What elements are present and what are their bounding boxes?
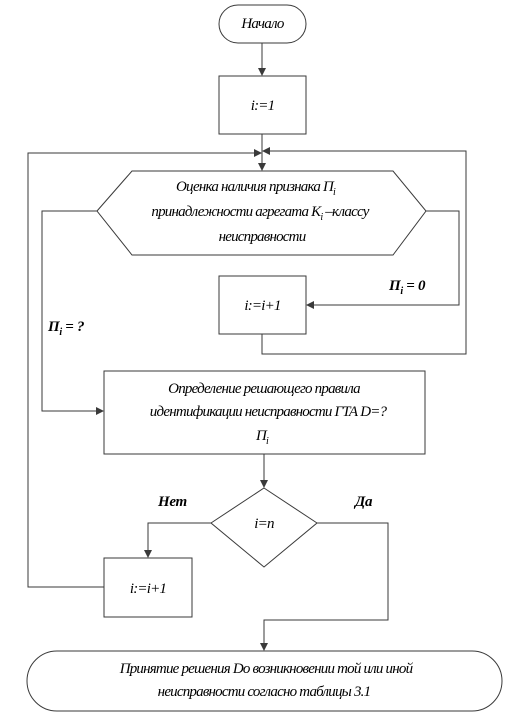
arrowhead-zero-branch (306, 301, 314, 309)
arrowhead-unknown-branch (96, 407, 104, 415)
rule-line2: идентификации неисправности ГТА D=? (150, 404, 388, 420)
check-decision (210, 487, 318, 568)
evaluate-line3: неисправности (219, 229, 306, 245)
arrowhead-outer-loop-back (254, 149, 262, 157)
increment-inner-process (218, 275, 307, 335)
arrowhead-init-evaluate (258, 163, 266, 171)
arrowhead-yes-branch (260, 643, 268, 651)
init-process (218, 75, 307, 135)
rule-line3-subscript: i (266, 436, 269, 447)
edge-no-branch (147, 522, 211, 552)
evaluate-line2-subscript: i (320, 212, 323, 223)
unknown-condition-label: Пi = ? (47, 319, 84, 338)
check-label: i=n (254, 516, 274, 532)
evaluate-line1: Оценка наличия признака Пi (176, 179, 336, 198)
rule-process (103, 370, 426, 455)
edge-unknown-branch (41, 210, 98, 412)
start-label: Начало (240, 16, 285, 32)
evaluate-line2: принадлежности агрегата Кi –классу (151, 204, 369, 223)
increment-inner-label: i:=i+1 (244, 298, 280, 314)
arrowhead-no-branch (144, 550, 152, 558)
init-label: i:=1 (251, 98, 275, 114)
no-branch-label: Нет (157, 494, 187, 510)
end-line2: неисправности согласно таблицы 3.1 (158, 684, 371, 700)
end-line1: Принятие решения Do возникновении той ил… (119, 661, 414, 677)
rule-line1: Определение решающего правила (168, 381, 360, 397)
end-terminal (26, 650, 503, 712)
edge-outer-loop-back (27, 152, 256, 588)
unknown-condition-subscript: i (59, 327, 62, 338)
edge-inner-loop-back (261, 150, 467, 355)
zero-condition-subscript: i (400, 286, 403, 297)
rule-line3: Пi (255, 428, 269, 447)
arrowhead-inner-loop-back (262, 147, 270, 155)
evaluate-line1-subscript: i (333, 187, 336, 198)
increment-outer-label: i:=i+1 (130, 581, 166, 597)
edge-yes-branch (263, 522, 389, 645)
edge-zero-branch (312, 210, 460, 306)
yes-branch-label: Да (353, 494, 373, 510)
increment-outer-process (103, 557, 193, 618)
zero-condition-label: Пi = 0 (388, 278, 426, 297)
arrowhead-rule-check (260, 480, 268, 488)
arrowhead-start-init (258, 68, 266, 76)
